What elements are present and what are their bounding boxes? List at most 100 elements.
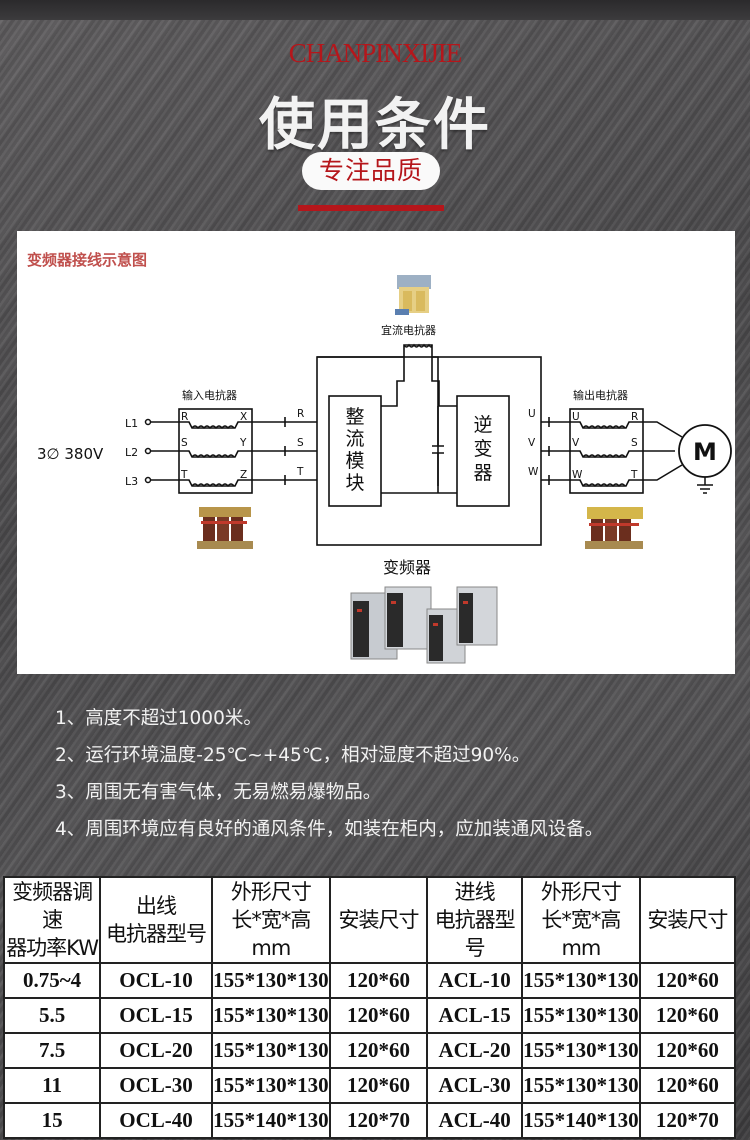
table-cell: 120*60 <box>638 997 737 1034</box>
header-line: 进线 <box>454 880 496 904</box>
table-cell: 120*60 <box>328 1067 429 1104</box>
header-power: 变频器调速器功率KW <box>2 876 102 964</box>
table-cell: OCL-15 <box>99 997 213 1034</box>
table-cell: 5.5 <box>2 997 102 1034</box>
rectifier-block <box>328 395 382 507</box>
header-input-size: 外形尺寸长*宽*高 mm <box>521 876 641 964</box>
ground-icon <box>697 477 713 494</box>
header-line: 电抗器型号 <box>434 908 516 960</box>
rectifier-char: 模 <box>345 450 364 472</box>
table-cell: 155*140*130 <box>210 1102 331 1139</box>
table-cell: 11 <box>2 1067 102 1104</box>
input-reactor-label: 输入电抗器 <box>182 388 237 402</box>
table-cell: 7.5 <box>2 1032 102 1069</box>
output-reactor-terminal-r: R <box>631 411 638 423</box>
table-cell: ACL-30 <box>426 1067 524 1104</box>
table-cell: 120*70 <box>638 1102 737 1139</box>
inverter-char: 逆 <box>473 414 492 436</box>
table-cell: 155*130*130 <box>521 1032 641 1069</box>
terminal-l2-icon <box>144 447 152 455</box>
output-reactor-terminal-s: S <box>631 437 638 449</box>
input-reactor-terminal-y: Y <box>239 437 247 449</box>
section-subtitle-en: CHANPINXIJIE <box>288 38 463 68</box>
table-cell: OCL-10 <box>99 962 213 999</box>
table-cell: 120*60 <box>638 1067 737 1104</box>
vfd-input-terminal-r: R <box>297 408 304 420</box>
table-cell: OCL-40 <box>99 1102 213 1139</box>
header-line: 长*宽*高 mm <box>231 908 311 960</box>
diagram-title: 变频器接线示意图 <box>27 251 147 269</box>
header-output-mount: 安装尺寸 <box>328 876 429 964</box>
rectifier-char: 块 <box>345 472 364 494</box>
condition-item: 2、运行环境温度-25℃~+45℃，相对湿度不超过90%。 <box>55 745 531 766</box>
header-input-mount: 安装尺寸 <box>638 876 737 964</box>
input-wires <box>151 417 317 488</box>
header-line: 安装尺寸 <box>338 908 419 932</box>
table-cell: OCL-30 <box>99 1067 213 1104</box>
table-cell: 155*130*130 <box>210 962 331 999</box>
dc-reactor-photo <box>395 275 431 315</box>
output-reactor-terminal-u: U <box>572 411 580 423</box>
output-reactor-terminal-w: W <box>572 469 583 481</box>
condition-item: 1、高度不超过1000米。 <box>55 708 262 729</box>
output-reactor-label: 输出电抗器 <box>573 388 628 402</box>
header-line: 安装尺寸 <box>647 908 728 932</box>
header-line: 长*宽*高 mm <box>541 908 621 960</box>
table-cell: 120*60 <box>638 1032 737 1069</box>
header-line: 外形尺寸 <box>540 880 622 904</box>
wiring-diagram-svg: 变频器接线示意图 3∅ 380V L1 L2 L3 输入电抗器 R S T X … <box>27 251 732 664</box>
table-cell: 155*130*130 <box>210 997 331 1034</box>
supply-voltage-label: 3∅ 380V <box>37 445 104 463</box>
table-cell: 120*70 <box>328 1102 429 1139</box>
header-input-model: 进线电抗器型号 <box>426 876 524 964</box>
table-cell: ACL-40 <box>426 1102 524 1139</box>
input-reactor-terminal-x: X <box>240 411 247 423</box>
table-cell: 155*140*130 <box>521 1102 641 1139</box>
dc-reactor-label: 宜流电抗器 <box>381 323 436 337</box>
table-cell: ACL-20 <box>426 1032 524 1069</box>
output-wires <box>541 417 683 488</box>
table-cell: ACL-15 <box>426 997 524 1034</box>
terminal-l3-icon <box>144 476 152 484</box>
input-reactor-terminal-s: S <box>181 437 188 449</box>
table-cell: ACL-10 <box>426 962 524 999</box>
title-underline <box>298 205 444 211</box>
vfd-input-terminal-t: T <box>296 466 304 478</box>
top-band <box>0 0 750 20</box>
rectifier-char: 流 <box>345 428 364 450</box>
output-reactor-terminal-t: T <box>630 469 638 481</box>
vfd-label: 变频器 <box>383 558 431 577</box>
inverter-char: 器 <box>473 462 492 484</box>
output-reactor-terminal-v: V <box>572 437 580 449</box>
rectifier-char: 整 <box>345 406 364 428</box>
vfd-output-terminal-u: U <box>528 408 536 420</box>
header-line: 变频器调速 <box>12 880 93 932</box>
dc-bus-wires <box>317 343 457 494</box>
output-reactor-photo <box>585 507 643 549</box>
header-line: 电抗器型号 <box>106 922 207 946</box>
wiring-diagram: 变频器接线示意图 3∅ 380V L1 L2 L3 输入电抗器 R S T X … <box>17 231 735 674</box>
table-cell: 155*130*130 <box>521 997 641 1034</box>
header-output-model: 出线电抗器型号 <box>99 876 213 964</box>
header-line: 器功率KW <box>6 936 99 960</box>
table-cell: 0.75~4 <box>2 962 102 999</box>
line-label-l1: L1 <box>125 417 138 430</box>
table-cell: OCL-20 <box>99 1032 213 1069</box>
table-cell: 120*60 <box>328 962 429 999</box>
table-cell: 120*60 <box>328 1032 429 1069</box>
vfd-output-terminal-v: V <box>528 437 536 449</box>
conditions-list: 1、高度不超过1000米。 2、运行环境温度-25℃~+45℃，相对湿度不超过9… <box>55 704 603 852</box>
condition-item: 3、周围无有害气体，无易燃易爆物品。 <box>55 782 382 803</box>
input-reactor-terminal-z: Z <box>240 469 247 481</box>
input-reactor-terminal-t: T <box>180 469 188 481</box>
table-cell: 155*130*130 <box>521 962 641 999</box>
line-label-l2: L2 <box>125 446 138 459</box>
table-cell: 15 <box>2 1102 102 1139</box>
input-reactor-terminal-r: R <box>181 411 188 423</box>
